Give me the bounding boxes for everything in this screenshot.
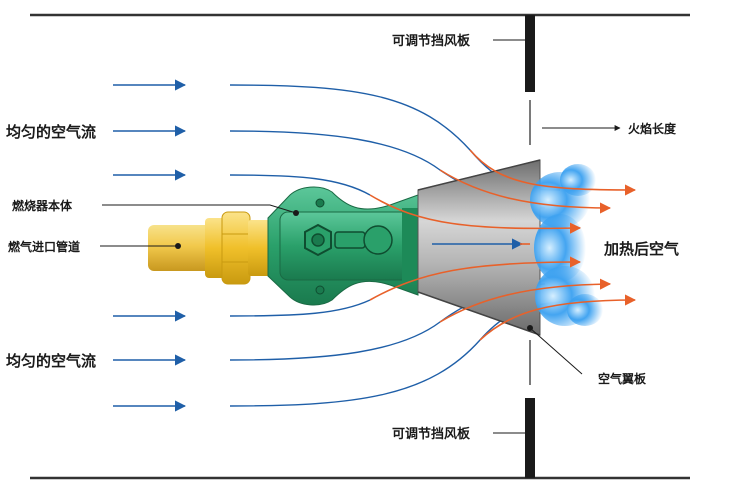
label-heated-air: 加热后空气 xyxy=(603,240,679,258)
burner-body xyxy=(267,186,421,306)
label-gas-inlet-pipe: 燃气进口管道 xyxy=(8,239,80,254)
airflow-arrows-left xyxy=(113,79,187,412)
label-damper-bottom: 可调节挡风板 xyxy=(392,426,471,442)
damper-bottom xyxy=(525,398,535,478)
label-uniform-airflow-bottom: 均匀的空气流 xyxy=(6,352,96,370)
label-burner-body: 燃烧器本体 xyxy=(12,198,73,213)
air-wing-cone xyxy=(417,159,541,336)
label-damper-top: 可调节挡风板 xyxy=(392,33,471,49)
label-flame-length: 火焰长度 xyxy=(628,121,677,136)
heated-air-arrows xyxy=(369,149,637,341)
leader-burner-body xyxy=(102,204,297,214)
label-uniform-airflow-top: 均匀的空气流 xyxy=(6,123,96,141)
leader-air-wing xyxy=(529,327,583,375)
label-air-wing-plate: 空气翼板 xyxy=(598,371,647,386)
gas-inlet-pipe xyxy=(148,211,270,285)
damper-top xyxy=(525,15,535,92)
